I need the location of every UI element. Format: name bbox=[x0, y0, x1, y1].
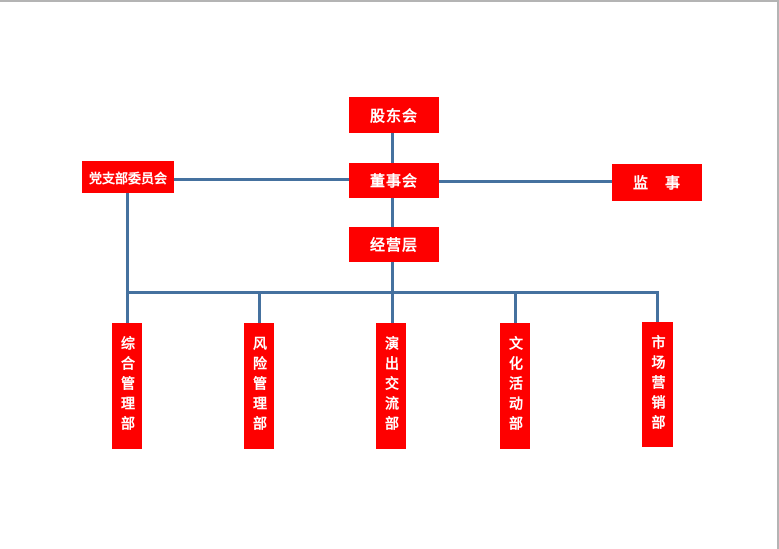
org-node-party-branch-committee[interactable]: 党支部委员会 bbox=[82, 161, 174, 193]
page-border-top bbox=[0, 0, 779, 2]
org-node-supervisor[interactable]: 监 事 bbox=[612, 164, 702, 201]
connector-party-to-bus bbox=[126, 193, 129, 323]
org-node-dept-marketing-label: 市场营销部 bbox=[649, 334, 666, 435]
connector-departments-bus bbox=[126, 291, 659, 294]
org-node-supervisor-label: 监 事 bbox=[632, 174, 681, 192]
connector-shareholders-board bbox=[391, 133, 394, 163]
org-node-shareholders[interactable]: 股东会 bbox=[349, 97, 439, 133]
org-node-dept-cultural-activities-label: 文化活动部 bbox=[507, 336, 523, 436]
connector-bus-dept-culture bbox=[514, 291, 517, 323]
page-border-right bbox=[777, 0, 779, 549]
connector-bus-dept-risk bbox=[258, 291, 261, 323]
org-node-management-label: 经营层 bbox=[369, 236, 418, 254]
org-node-party-branch-label: 党支部委员会 bbox=[88, 171, 167, 187]
org-node-shareholders-label: 股东会 bbox=[369, 106, 418, 125]
org-node-dept-marketing[interactable]: 市场营销部 bbox=[642, 322, 673, 447]
connector-board-management bbox=[391, 198, 394, 227]
org-node-dept-risk-management[interactable]: 风险管理部 bbox=[244, 323, 274, 449]
org-node-dept-performance-exchange[interactable]: 演出交流部 bbox=[376, 323, 406, 449]
connector-party-board bbox=[174, 178, 349, 181]
org-node-dept-general-admin-label: 综合管理部 bbox=[119, 336, 135, 436]
connector-bus-dept-marketing bbox=[656, 291, 659, 322]
org-node-board-label: 董事会 bbox=[369, 172, 418, 190]
org-node-dept-general-admin[interactable]: 综合管理部 bbox=[112, 323, 142, 449]
org-node-board-of-directors[interactable]: 董事会 bbox=[349, 163, 439, 198]
org-node-dept-risk-label: 风险管理部 bbox=[251, 336, 267, 436]
org-node-dept-cultural-activities[interactable]: 文化活动部 bbox=[500, 323, 530, 449]
org-node-dept-performance-exchange-label: 演出交流部 bbox=[383, 336, 399, 436]
org-node-management-level[interactable]: 经营层 bbox=[349, 227, 439, 262]
connector-board-supervisor bbox=[439, 180, 612, 183]
